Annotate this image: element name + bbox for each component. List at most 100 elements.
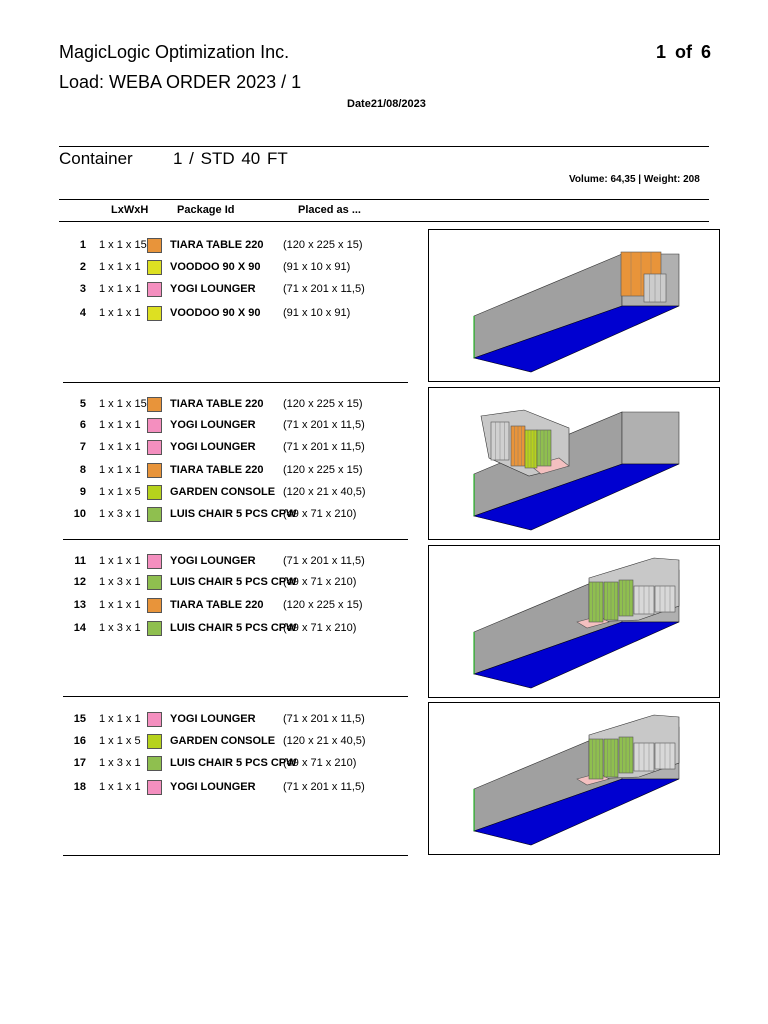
col-header-lxwxh: LxWxH [111, 204, 149, 216]
row-dimensions: 1 x 3 x 1 [99, 622, 141, 634]
row-number: 8 [79, 464, 86, 476]
row-dimensions: 1 x 3 x 1 [99, 757, 141, 769]
row-color-swatch [147, 440, 162, 455]
row-package-name: YOGI LOUNGER [170, 419, 256, 431]
row-package-name: YOGI LOUNGER [170, 781, 256, 793]
container-end-wall [621, 411, 680, 465]
row-color-swatch [147, 463, 162, 478]
row-dimensions: 1 x 1 x 1 [99, 599, 141, 611]
row-package-name: YOGI LOUNGER [170, 441, 256, 453]
row-color-swatch [147, 598, 162, 613]
row-color-swatch [147, 397, 162, 412]
load-title: Load: WEBA ORDER 2023 / 1 [59, 72, 302, 92]
row-number: 10 [73, 508, 86, 520]
table-header-bottom-rule [59, 221, 709, 222]
row-number: 1 [79, 239, 86, 251]
row-color-swatch [147, 575, 162, 590]
row-dimensions: 1 x 1 x 1 [99, 781, 141, 793]
row-dimensions: 1 x 1 x 1 [99, 464, 141, 476]
row-number: 16 [73, 735, 86, 747]
row-dimensions: 1 x 1 x 1 [99, 419, 141, 431]
row-number: 14 [73, 622, 86, 634]
row-dimensions: 1 x 3 x 1 [99, 576, 141, 588]
row-number: 4 [79, 307, 86, 319]
row-placed-as: (120 x 225 x 15) [283, 464, 363, 476]
row-color-swatch [147, 780, 162, 795]
row-color-swatch [147, 734, 162, 749]
row-placed-as: (71 x 201 x 11,5) [283, 781, 365, 793]
row-package-name: TIARA TABLE 220 [170, 398, 264, 410]
row-placed-as: (71 x 201 x 11,5) [283, 419, 365, 431]
row-package-name: TIARA TABLE 220 [170, 239, 264, 251]
row-dimensions: 1 x 1 x 1 [99, 713, 141, 725]
group-separator [63, 855, 408, 856]
row-placed-as: (71 x 201 x 11,5) [283, 283, 365, 295]
row-package-name: TIARA TABLE 220 [170, 599, 264, 611]
row-color-swatch [147, 238, 162, 253]
row-dimensions: 1 x 1 x 5 [99, 735, 141, 747]
row-placed-as: (91 x 10 x 91) [283, 307, 351, 319]
container-floor [472, 621, 680, 689]
row-placed-as: (120 x 21 x 40,5) [283, 486, 366, 498]
row-package-name: LUIS CHAIR 5 PCS CPW [170, 508, 297, 520]
row-package-name: TIARA TABLE 220 [170, 464, 264, 476]
row-color-swatch [147, 756, 162, 771]
row-color-swatch [147, 282, 162, 297]
row-placed-as: (120 x 225 x 15) [283, 398, 363, 410]
row-placed-as: (49 x 71 x 210) [283, 508, 357, 520]
row-package-name: LUIS CHAIR 5 PCS CPW [170, 757, 297, 769]
row-package-name: YOGI LOUNGER [170, 555, 256, 567]
container-floor [472, 305, 680, 373]
page-number: 1 of 6 [656, 42, 712, 62]
volume-weight: Volume: 64,35 | Weight: 208 [569, 174, 700, 185]
row-placed-as: (71 x 201 x 11,5) [283, 713, 365, 725]
row-dimensions: 1 x 3 x 1 [99, 508, 141, 520]
row-color-swatch [147, 418, 162, 433]
group-separator [63, 539, 408, 540]
header-divider [59, 146, 709, 147]
row-placed-as: (49 x 71 x 210) [283, 622, 357, 634]
row-package-name: YOGI LOUNGER [170, 713, 256, 725]
row-package-name: GARDEN CONSOLE [170, 486, 276, 498]
row-number: 17 [73, 757, 86, 769]
row-placed-as: (91 x 10 x 91) [283, 261, 351, 273]
group-separator [63, 696, 408, 697]
row-dimensions: 1 x 1 x 1 [99, 441, 141, 453]
row-number: 7 [79, 441, 86, 453]
container-floor [472, 778, 680, 846]
container-value: 1 / STD 40 FT [173, 149, 288, 168]
row-placed-as: (71 x 201 x 11,5) [283, 441, 365, 453]
group-separator [63, 382, 408, 383]
container-floor [472, 463, 680, 531]
row-package-name: LUIS CHAIR 5 PCS CPW [170, 622, 297, 634]
row-dimensions: 1 x 1 x 1 [99, 307, 141, 319]
row-dimensions: 1 x 1 x 15 [99, 398, 147, 410]
row-color-swatch [147, 507, 162, 522]
row-package-name: YOGI LOUNGER [170, 283, 256, 295]
row-placed-as: (120 x 225 x 15) [283, 239, 363, 251]
row-package-name: GARDEN CONSOLE [170, 735, 276, 747]
container-diagram-4 [428, 702, 720, 855]
row-color-swatch [147, 485, 162, 500]
row-number: 12 [73, 576, 86, 588]
row-color-swatch [147, 260, 162, 275]
col-header-package-id: Package Id [177, 204, 235, 216]
container-label: Container [59, 149, 133, 168]
row-number: 9 [79, 486, 86, 498]
row-number: 6 [79, 419, 86, 431]
row-dimensions: 1 x 1 x 1 [99, 283, 141, 295]
row-dimensions: 1 x 1 x 15 [99, 239, 147, 251]
container-diagram-1 [428, 229, 720, 382]
row-color-swatch [147, 306, 162, 321]
row-placed-as: (120 x 21 x 40,5) [283, 735, 366, 747]
row-package-name: VOODOO 90 X 90 [170, 307, 261, 319]
table-header-top-rule [59, 199, 709, 200]
row-placed-as: (49 x 71 x 210) [283, 757, 357, 769]
row-number: 18 [73, 781, 86, 793]
row-number: 3 [79, 283, 86, 295]
row-color-swatch [147, 712, 162, 727]
date-label: Date21/08/2023 [347, 98, 426, 110]
row-package-name: LUIS CHAIR 5 PCS CPW [170, 576, 297, 588]
row-placed-as: (71 x 201 x 11,5) [283, 555, 365, 567]
row-dimensions: 1 x 1 x 1 [99, 261, 141, 273]
